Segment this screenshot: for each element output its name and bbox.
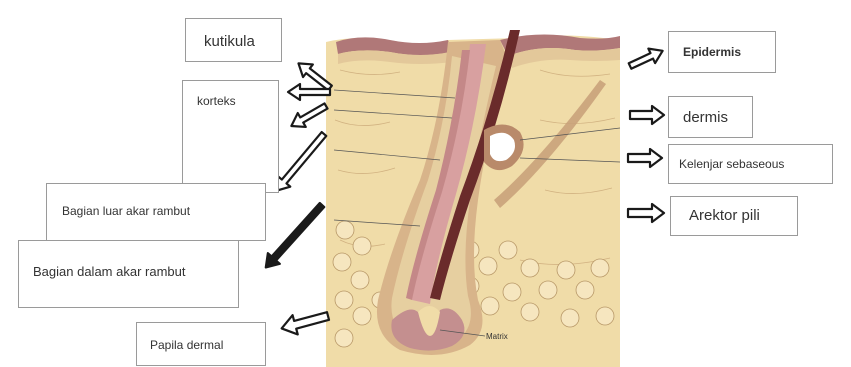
label-bagian-luar-text: Bagian luar akar rambut <box>62 204 190 218</box>
label-kelenjar-text: Kelenjar sebaseous <box>679 157 784 171</box>
label-arektor-text: Arektor pili <box>689 207 760 224</box>
arrow-dermis <box>630 106 664 124</box>
label-korteks: korteks <box>182 80 279 193</box>
label-dermis: dermis <box>668 96 753 138</box>
label-papila-text: Papila dermal <box>150 338 223 352</box>
arrow-bagian-dalam <box>260 200 328 273</box>
label-epidermis: Epidermis <box>668 31 776 73</box>
label-epidermis-text: Epidermis <box>683 45 741 59</box>
arrow-epidermis <box>627 44 666 74</box>
label-kutikula-text: kutikula <box>204 33 255 50</box>
arrow-korteks <box>287 99 330 133</box>
label-kelenjar: Kelenjar sebaseous <box>668 144 833 184</box>
matrix-label: Matrix <box>486 332 508 341</box>
label-korteks-text: korteks <box>197 94 236 108</box>
label-bagian-luar: Bagian luar akar rambut <box>46 183 266 241</box>
label-arektor: Arektor pili <box>670 196 798 236</box>
tissue-illustration: Matrix <box>326 30 620 367</box>
arrow-arektor <box>628 204 664 222</box>
arrow-kelenjar <box>628 149 662 167</box>
label-bagian-dalam-text: Bagian dalam akar rambut <box>33 264 185 279</box>
label-kutikula: kutikula <box>185 18 282 62</box>
label-bagian-dalam: Bagian dalam akar rambut <box>18 240 239 308</box>
label-dermis-text: dermis <box>683 109 728 126</box>
label-papila: Papila dermal <box>136 322 266 366</box>
arrow-papila <box>279 306 331 338</box>
arrow-bagian-luar <box>270 129 330 196</box>
